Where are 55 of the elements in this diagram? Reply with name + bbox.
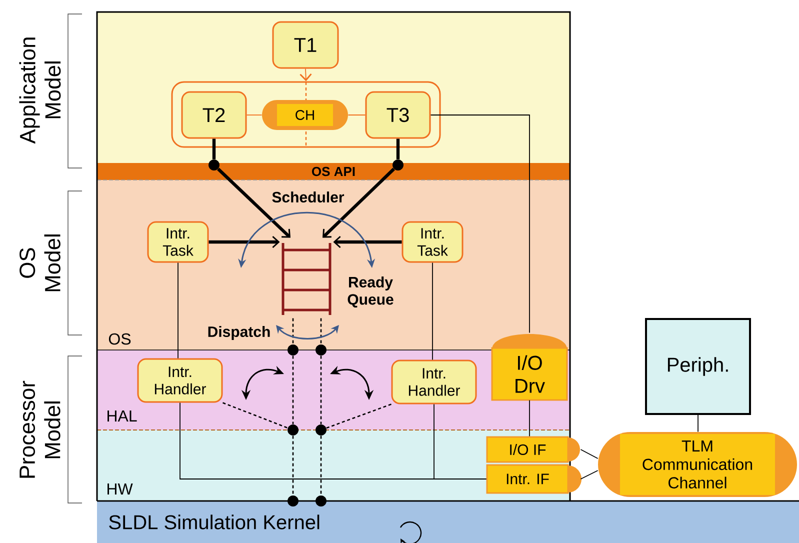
connector-line xyxy=(580,449,598,459)
junction-dot xyxy=(288,424,298,436)
layer-label: OS xyxy=(108,333,131,345)
connector-line xyxy=(292,318,294,344)
connector-line xyxy=(326,404,392,429)
connector-line xyxy=(348,114,366,116)
connector-line xyxy=(580,470,598,480)
connector-line xyxy=(212,138,216,160)
junction-dot xyxy=(316,424,326,436)
junction-dot xyxy=(316,496,326,506)
channel-box: TLM Communication Channel xyxy=(598,432,797,497)
task-box: T2 xyxy=(181,91,247,139)
side-label: Application Model xyxy=(19,38,61,144)
driver-box: I/O Drv xyxy=(491,334,568,401)
connector-line xyxy=(529,400,530,437)
task-box: Intr. Task xyxy=(147,221,209,263)
arrow-label: Scheduler xyxy=(272,192,344,202)
band-label: OS API xyxy=(312,166,355,176)
layer-label: HAL xyxy=(108,410,137,422)
peripheral-box: Periph. xyxy=(645,318,751,415)
connector-line xyxy=(292,436,294,496)
arrow-label: Dispatch xyxy=(208,326,270,340)
connector-line xyxy=(320,356,322,424)
connector-line xyxy=(320,436,322,496)
queue-label: Ready Queue xyxy=(348,276,394,308)
connector-line xyxy=(430,114,530,334)
layer-band: SLDL Simulation Kernel xyxy=(97,501,799,543)
side-label: OS Model xyxy=(20,234,60,292)
junction-dot xyxy=(208,160,220,170)
connector-arrow xyxy=(208,236,280,248)
channel-box: CH xyxy=(262,100,348,130)
connector-line xyxy=(246,114,262,116)
task-box: Intr. Handler xyxy=(137,358,223,403)
interface-box: I/O IF xyxy=(486,436,580,463)
junction-dot xyxy=(316,344,326,356)
task-box: Intr. Task xyxy=(402,221,464,263)
ready-queue-drawing xyxy=(282,242,332,316)
task-box: T1 xyxy=(272,21,339,69)
junction-dot xyxy=(288,496,298,506)
connector-arrow xyxy=(333,236,402,248)
connector-line xyxy=(320,318,322,344)
connector-line xyxy=(434,404,487,480)
task-box: Intr. Handler xyxy=(391,360,477,404)
connector-line xyxy=(432,262,433,360)
connector-line xyxy=(396,138,400,160)
task-group-box xyxy=(171,81,441,148)
connector-arrow xyxy=(217,168,290,238)
task-box: T3 xyxy=(365,91,431,139)
connector-line xyxy=(292,356,294,424)
connector-arrow xyxy=(322,168,396,238)
interface-box: Intr. IF xyxy=(486,464,582,494)
side-label: Processor Model xyxy=(20,380,60,478)
connector-line xyxy=(222,402,288,429)
junction-dot xyxy=(392,160,404,170)
junction-dot xyxy=(288,344,298,356)
